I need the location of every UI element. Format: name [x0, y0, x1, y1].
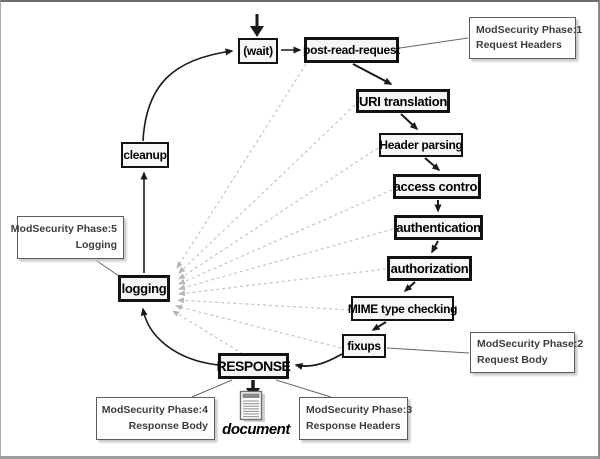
note-phase5-line2: Logging — [75, 238, 117, 251]
note-modsecurity-phase2: ModSecurity Phase:2 Request Body — [470, 332, 584, 373]
document-icon-header-band — [242, 393, 260, 398]
arrow-uri-to-header-parsing — [400, 113, 419, 131]
flow-box-logging-label: logging — [121, 281, 167, 296]
arrow-post-read-to-uri — [352, 63, 393, 85]
note-phase2-line1: ModSecurity Phase:2 — [477, 338, 584, 351]
note-phase2-line2: Request Body — [477, 353, 548, 366]
dashed-header-parsing-to-logging — [178, 147, 379, 280]
note-phase1-line1: ModSecurity Phase:1 — [476, 23, 583, 36]
arrow-response-to-logging-arc — [140, 307, 219, 366]
flow-box-response-label: RESPONSE — [216, 358, 291, 374]
connector-fixups-to-phase2-note — [386, 347, 470, 354]
connector-phase5-note-to-logging — [93, 258, 120, 277]
flow-box-access-control-label: access control — [393, 179, 481, 194]
note-phase3-line2: Response Headers — [306, 419, 401, 432]
arrow-fixups-to-response — [294, 353, 343, 370]
dashed-authorization-to-logging — [178, 268, 387, 297]
flow-box-cleanup: cleanup — [121, 142, 169, 168]
connector-response-to-phase4-note — [191, 379, 233, 398]
flow-box-post-read-request: post-read-request — [303, 37, 400, 63]
flow-box-fixups: fixups — [342, 334, 386, 358]
note-modsecurity-phase4: ModSecurity Phase:4 Response Body — [96, 397, 215, 440]
flow-box-header-parsing-label: Header parsing — [379, 138, 463, 152]
dashed-uri-translation-to-logging — [178, 104, 356, 274]
connector-post-read-to-phase1-note — [399, 37, 469, 49]
note-modsecurity-phase3: ModSecurity Phase:3 Response Headers — [299, 397, 413, 440]
dashed-mime-checking-to-logging — [177, 297, 351, 311]
note-phase4-line1: ModSecurity Phase:4 — [101, 404, 208, 417]
flow-box-authentication-label: authentication — [396, 220, 481, 235]
note-modsecurity-phase1: ModSecurity Phase:1 Request Headers — [469, 17, 583, 59]
flow-box-wait-label: (wait) — [243, 44, 273, 58]
arrow-authorization-to-mime — [403, 281, 416, 293]
note-phase3-line1: ModSecurity Phase:3 — [306, 404, 413, 417]
flow-box-uri-translation: URI translation — [356, 89, 450, 113]
flow-box-cleanup-label: cleanup — [123, 148, 167, 162]
document-icon — [239, 390, 269, 424]
document-label: document — [222, 421, 290, 438]
arrow-entry-head — [250, 26, 264, 37]
flow-box-authorization: authorization — [387, 256, 472, 281]
flow-box-fixups-label: fixups — [347, 339, 381, 353]
note-phase5-line1: ModSecurity Phase:5 — [10, 223, 117, 236]
flow-box-uri-translation-label: URI translation — [359, 93, 447, 109]
arrow-mime-to-fixups — [371, 321, 387, 331]
dashed-fixups-to-logging — [175, 304, 342, 349]
dashed-authentication-to-logging — [178, 228, 394, 291]
note-modsecurity-phase5: ModSecurity Phase:5 Logging — [11, 216, 124, 259]
connector-response-to-phase3-note — [275, 379, 332, 398]
note-phase1-line2: Request Headers — [476, 39, 562, 51]
flow-box-authentication: authentication — [394, 215, 483, 240]
note-phase4-line2: Response Body — [128, 419, 208, 432]
flow-box-logging: logging — [118, 275, 170, 302]
dashed-access-control-to-logging — [178, 189, 393, 285]
flow-box-mime-type-checking-label: MIME type checking — [347, 301, 458, 316]
flow-box-wait: (wait) — [238, 38, 278, 64]
flow-box-post-read-request-label: post-read-request — [303, 43, 400, 57]
flow-box-header-parsing: Header parsing — [379, 133, 463, 157]
arrow-header-parsing-to-access — [424, 157, 441, 171]
document-icon-text-lines — [243, 400, 259, 418]
arrow-cleanup-to-wait-arc — [142, 48, 234, 142]
flow-box-authorization-label: authorization — [390, 261, 469, 276]
dashed-response-to-logging — [172, 310, 244, 355]
arrow-authentication-to-authorization — [431, 240, 439, 254]
flow-box-access-control: access control — [393, 174, 481, 199]
flow-box-response: RESPONSE — [216, 353, 291, 379]
flow-box-mime-type-checking: MIME type checking — [347, 296, 458, 321]
document-icon-page — [239, 390, 263, 421]
dashed-post-read-to-logging — [176, 63, 307, 269]
